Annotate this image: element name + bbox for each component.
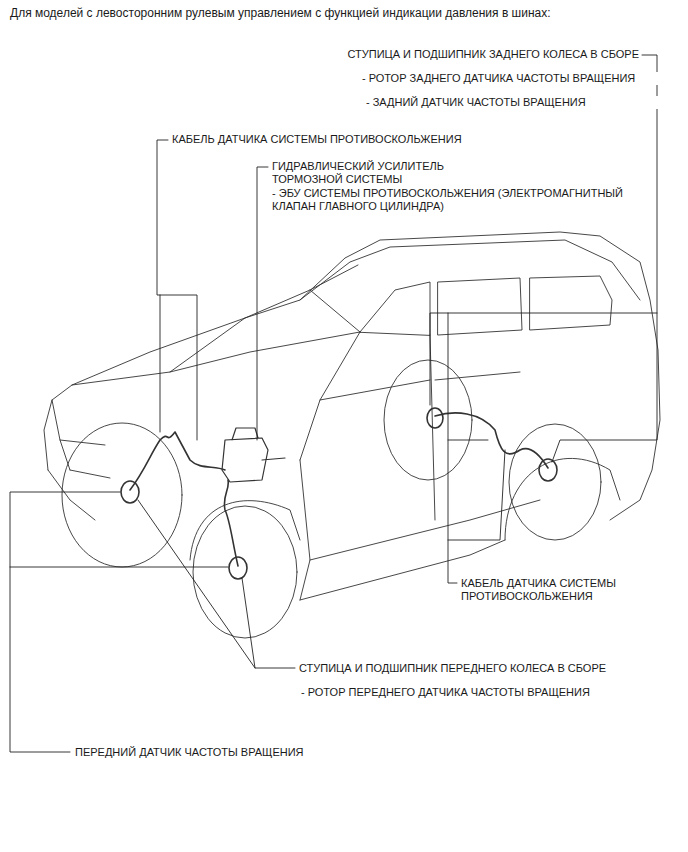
brake-booster bbox=[222, 428, 285, 482]
rear-left-hub bbox=[427, 408, 443, 428]
page-title: Для моделей с левосторонним рулевым упра… bbox=[10, 6, 670, 20]
front-face bbox=[48, 400, 110, 520]
part-label: - РОТОР ПЕРЕДНЕГО ДАТЧИКА ЧАСТОТЫ ВРАЩЕН… bbox=[301, 686, 641, 699]
car-roof bbox=[300, 240, 640, 300]
rear-sensor-cable bbox=[435, 413, 548, 468]
hood-line bbox=[72, 318, 360, 385]
part-label: - ЗАДНИЙ ДАТЧИК ЧАСТОТЫ ВРАЩЕНИЯ bbox=[366, 96, 666, 109]
part-label: СТУПИЦА И ПОДШИПНИК ПЕРЕДНЕГО КОЛЕСА В С… bbox=[299, 662, 639, 675]
part-label: ПЕРЕДНИЙ ДАТЧИК ЧАСТОТЫ ВРАЩЕНИЯ bbox=[75, 746, 375, 759]
front-right-hub bbox=[229, 557, 247, 579]
door-lines bbox=[320, 372, 520, 400]
part-label: КАБЕЛЬ ДАТЧИКА СИСТЕМЫ ПРОТИВОСКОЛЬЖЕНИЯ bbox=[461, 577, 641, 603]
front-sensor-cable bbox=[130, 432, 238, 566]
front-fender bbox=[190, 501, 300, 560]
front-right-wheel bbox=[193, 506, 297, 638]
part-label: - ЭБУ СИСТЕМЫ ПРОТИВОСКОЛЬЖЕНИЯ (ЭЛЕКТРО… bbox=[272, 187, 642, 213]
rear-fender bbox=[505, 458, 620, 540]
rear-right-wheel bbox=[509, 424, 601, 540]
rear-right-hub bbox=[539, 459, 557, 481]
side-windows bbox=[360, 276, 612, 335]
front-left-hub bbox=[121, 481, 139, 503]
part-label: КАБЕЛЬ ДАТЧИКА СИСТЕМЫ ПРОТИВОСКОЛЬЖЕНИЯ bbox=[172, 133, 492, 146]
windshield bbox=[245, 265, 360, 332]
rear-left-wheel bbox=[384, 360, 472, 480]
part-label: - РОТОР ЗАДНЕГО ДАТЧИКА ЧАСТОТЫ ВРАЩЕНИЯ bbox=[362, 72, 662, 85]
leader-lines bbox=[10, 55, 657, 752]
car-body bbox=[44, 232, 660, 520]
part-label: СТУПИЦА И ПОДШИПНИК ЗАДНЕГО КОЛЕСА В СБО… bbox=[330, 48, 639, 61]
front-left-wheel bbox=[62, 423, 182, 567]
part-label: ГИДРАВЛИЧЕСКИЙ УСИЛИТЕЛЬ ТОРМОЗНОЙ СИСТЕ… bbox=[272, 160, 457, 186]
